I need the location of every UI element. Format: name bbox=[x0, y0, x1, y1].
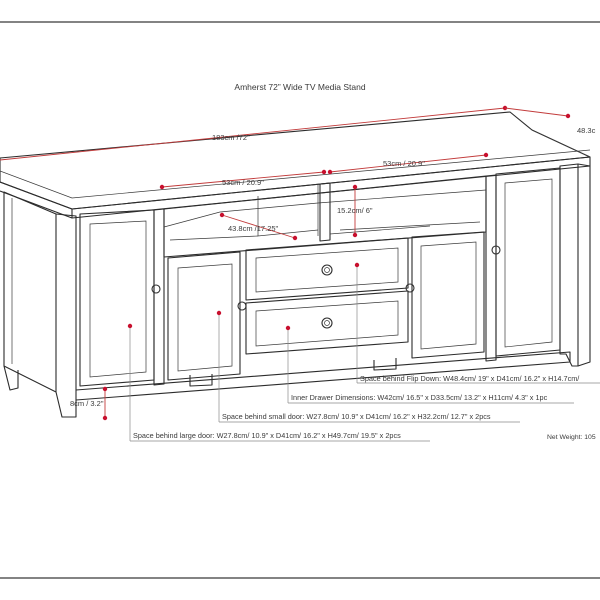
right-front-leg bbox=[559, 163, 579, 367]
right-small-door bbox=[411, 231, 485, 359]
left-large-door bbox=[79, 209, 155, 387]
left-small-door bbox=[167, 251, 241, 381]
drawer-callout: Inner Drawer Dimensions: W42cm/ 16.5" x … bbox=[291, 393, 548, 402]
media-stand-illustration bbox=[0, 111, 591, 418]
left-front-leg bbox=[55, 213, 77, 418]
flip-down-callout: Space behind Flip Down: W48.4cm/ 19" x D… bbox=[360, 374, 580, 383]
top-front-edge bbox=[0, 181, 73, 219]
callout-leaders bbox=[127, 262, 600, 442]
sheet-frame bbox=[0, 21, 600, 579]
drawing-title: Amherst 72” Wide TV Media Stand bbox=[234, 82, 365, 92]
open-shelf-compartment bbox=[163, 175, 487, 258]
bottom-rail bbox=[75, 351, 571, 401]
width-label: 183cm /72" bbox=[212, 133, 250, 142]
leg-height-label: 8cm / 3.2" bbox=[70, 399, 104, 408]
large-door-callout: Space behind large door: W27.8cm/ 10.9" … bbox=[133, 431, 401, 440]
depth-label: 48.3c bbox=[577, 126, 596, 135]
small-door-callout: Space behind small door: W27.8cm/ 10.9" … bbox=[222, 412, 491, 421]
shelf-depth-label: 43.8cm /17.25" bbox=[228, 224, 279, 233]
top-right-opening-label: 53cm / 20.9" bbox=[383, 159, 425, 168]
right-large-door bbox=[495, 167, 561, 357]
net-weight-label: Net Weight: 105 bbox=[547, 434, 596, 441]
flip-down-front bbox=[245, 237, 409, 301]
top-surface bbox=[0, 111, 591, 210]
shelf-height-label: 15.2cm/ 6" bbox=[337, 206, 373, 215]
top-left-opening-label: 53cm / 20.9" bbox=[222, 178, 264, 187]
drawer-front bbox=[245, 290, 409, 355]
dimension-lines bbox=[0, 105, 571, 421]
